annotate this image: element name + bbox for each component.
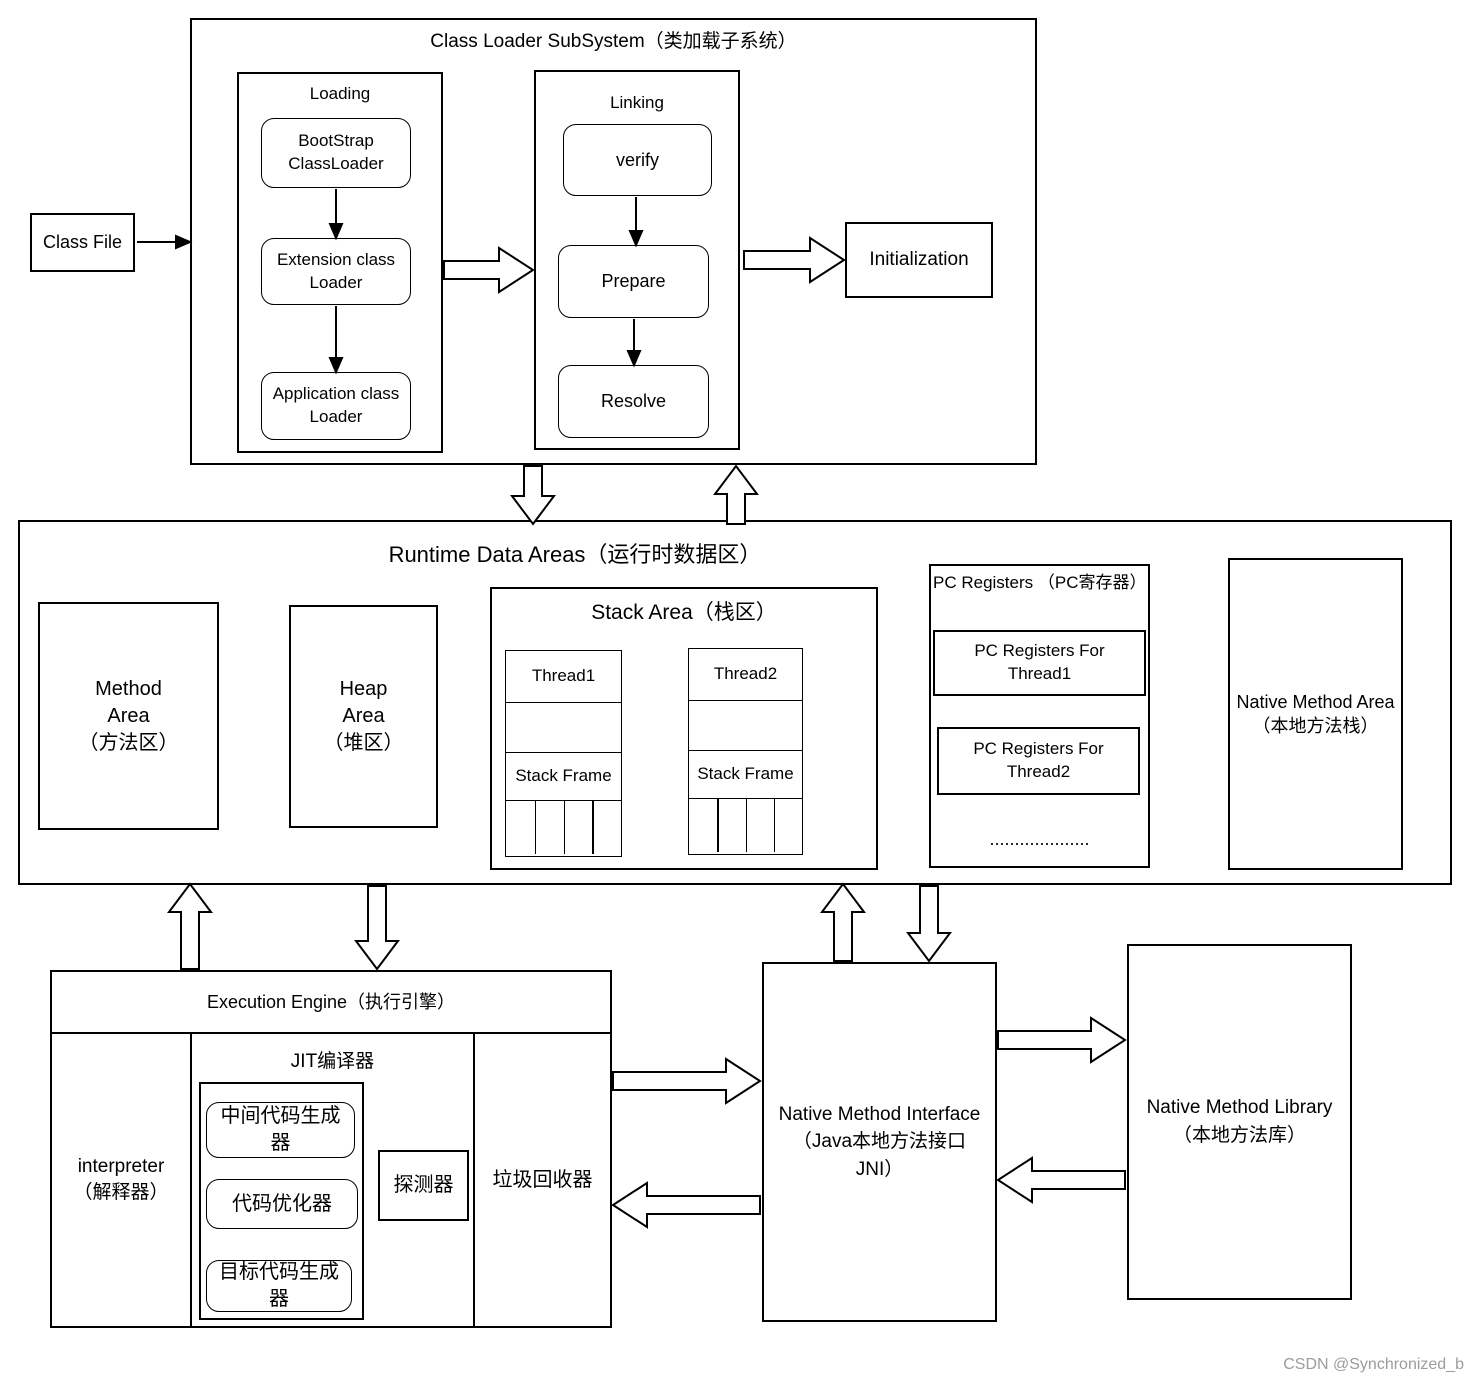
pc-registers-title: PC Registers （PC寄存器） bbox=[933, 573, 1147, 592]
pc-registers-thread1-box: PC Registers For Thread1 bbox=[933, 630, 1146, 696]
native-method-area-box: Native Method Area （本地方法栈） bbox=[1228, 558, 1403, 870]
stack-cell-divider bbox=[534, 801, 537, 854]
runtime-to-subsystem-up-arrow bbox=[713, 464, 759, 525]
verify-box: verify bbox=[563, 124, 712, 196]
thread1-frame-cells bbox=[506, 801, 621, 854]
resolve-box: Resolve bbox=[558, 365, 709, 438]
extension-classloader-box: Extension class Loader bbox=[261, 238, 411, 305]
jit-compiler-title: JIT编译器 bbox=[290, 1051, 375, 1072]
jit-code-optimizer-box: 代码优化器 bbox=[206, 1179, 358, 1229]
loading-title: Loading bbox=[309, 84, 371, 103]
thread2-empty-slot bbox=[689, 701, 802, 751]
thread1-stack-frame: Stack Frame bbox=[506, 753, 621, 801]
engine-to-runtime-up-arrow bbox=[167, 882, 213, 970]
execution-engine-box: Execution Engine（执行引擎） interpreter （解释器）… bbox=[50, 970, 612, 1328]
execution-engine-divider bbox=[473, 1034, 475, 1326]
jit-target-code-generator-box: 目标代码生成器 bbox=[206, 1260, 352, 1312]
runtime-data-areas-title: Runtime Data Areas（运行时数据区） bbox=[388, 542, 762, 567]
native-method-interface-box: Native Method Interface（Java本地方法接口 JNI） bbox=[762, 962, 997, 1322]
pc-registers-box bbox=[929, 564, 1150, 868]
thread1-stack: Thread1 Stack Frame bbox=[505, 650, 622, 857]
garbage-collector-cell: 垃圾回收器 bbox=[492, 1168, 593, 1191]
prepare-box: Prepare bbox=[558, 245, 709, 318]
initialization-box: Initialization bbox=[845, 222, 993, 298]
thread2-stack-frame: Stack Frame bbox=[689, 751, 802, 799]
thread2-stack: Thread2 Stack Frame bbox=[688, 648, 803, 855]
bootstrap-classloader-box: BootStrap ClassLoader bbox=[261, 118, 411, 188]
stack-cell-divider bbox=[563, 801, 565, 854]
stack-cell-divider bbox=[745, 799, 747, 852]
csdn-watermark: CSDN @Synchronized_b bbox=[1283, 1356, 1464, 1373]
stack-cell-divider bbox=[717, 799, 719, 852]
linking-box bbox=[534, 70, 740, 450]
execution-engine-header: Execution Engine（执行引擎） bbox=[52, 972, 610, 1034]
jni-to-engine-left-arrow bbox=[611, 1181, 761, 1229]
stack-area-title: Stack Area（栈区） bbox=[591, 601, 777, 624]
interpreter-cell: interpreter （解释器） bbox=[73, 1156, 169, 1203]
pc-registers-thread2-box: PC Registers For Thread2 bbox=[937, 727, 1140, 795]
subsystem-to-runtime-down-arrow bbox=[510, 465, 556, 526]
jit-compiler-inner-box: 中间代码生成器 代码优化器 目标代码生成器 bbox=[199, 1082, 364, 1320]
thread2-label: Thread2 bbox=[689, 649, 802, 701]
thread1-empty-slot bbox=[506, 703, 621, 753]
application-classloader-box: Application class Loader bbox=[261, 372, 411, 440]
stack-cell-divider bbox=[773, 799, 776, 852]
class-file-box: Class File bbox=[30, 213, 135, 272]
pc-registers-ellipsis: .................... bbox=[989, 829, 1090, 849]
stack-area-box bbox=[490, 587, 878, 870]
engine-to-jni-right-arrow bbox=[612, 1057, 762, 1105]
stack-cell-divider bbox=[592, 801, 594, 854]
thread2-frame-cells bbox=[689, 799, 802, 852]
jni-to-runtime-up-arrow bbox=[820, 882, 866, 962]
native-method-library-box: Native Method Library （本地方法库） bbox=[1127, 944, 1352, 1300]
jit-intermediate-code-generator-box: 中间代码生成器 bbox=[206, 1102, 355, 1158]
class-loader-subsystem-title: Class Loader SubSystem（类加载子系统） bbox=[430, 31, 797, 52]
library-to-jni-left-arrow bbox=[996, 1156, 1126, 1204]
heap-area-box: Heap Area （堆区） bbox=[289, 605, 438, 828]
runtime-to-jni-down-arrow bbox=[906, 885, 952, 963]
classfile-arrowhead bbox=[175, 234, 193, 250]
linking-title: Linking bbox=[610, 93, 664, 112]
profiler-box: 探测器 bbox=[378, 1150, 469, 1221]
execution-engine-divider bbox=[190, 1034, 192, 1326]
method-area-box: Method Area （方法区） bbox=[38, 602, 219, 830]
jni-to-library-right-arrow bbox=[997, 1016, 1127, 1064]
loading-box bbox=[237, 72, 443, 453]
runtime-to-engine-down-arrow bbox=[354, 885, 400, 971]
thread1-label: Thread1 bbox=[506, 651, 621, 703]
